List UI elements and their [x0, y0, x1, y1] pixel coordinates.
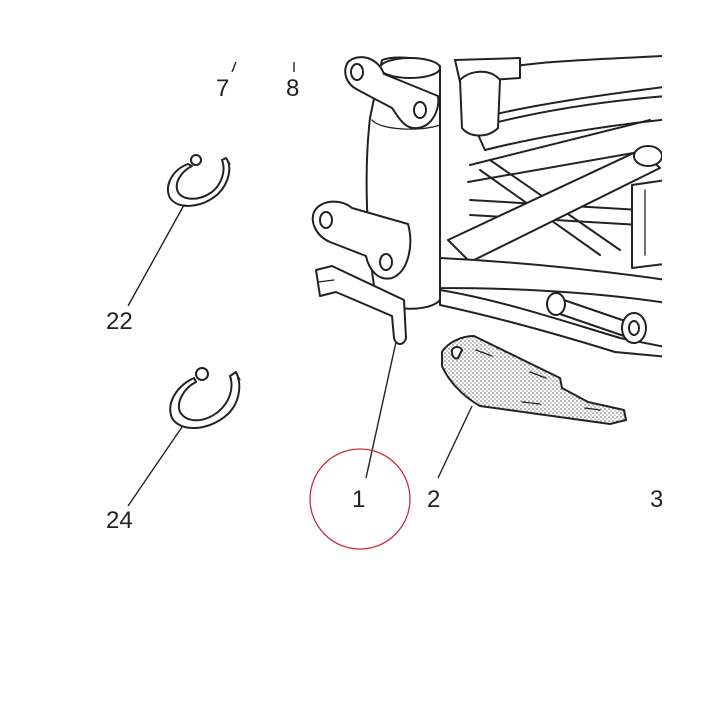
callout-1: 1: [352, 486, 365, 513]
callout-3: 3: [650, 486, 663, 513]
leader-line-24: [127, 426, 183, 507]
leader-line-7: [231, 61, 237, 73]
callout-2: 2: [427, 486, 440, 513]
hose-clamp-22: [167, 154, 231, 207]
callout-8: 8: [286, 75, 299, 102]
leader-line-1: [365, 341, 397, 479]
leader-line-2: [437, 405, 473, 479]
part-2-plate: [441, 335, 627, 425]
hose-clamp-24: [169, 367, 241, 430]
callout-22: 22: [106, 308, 133, 335]
callout-24: 24: [106, 507, 133, 534]
frame-assembly: [311, 55, 662, 358]
callout-highlight-circle: [309, 448, 411, 550]
right-crop-mask: [662, 0, 720, 720]
callout-7: 7: [216, 75, 229, 102]
leader-line-22: [127, 204, 185, 307]
